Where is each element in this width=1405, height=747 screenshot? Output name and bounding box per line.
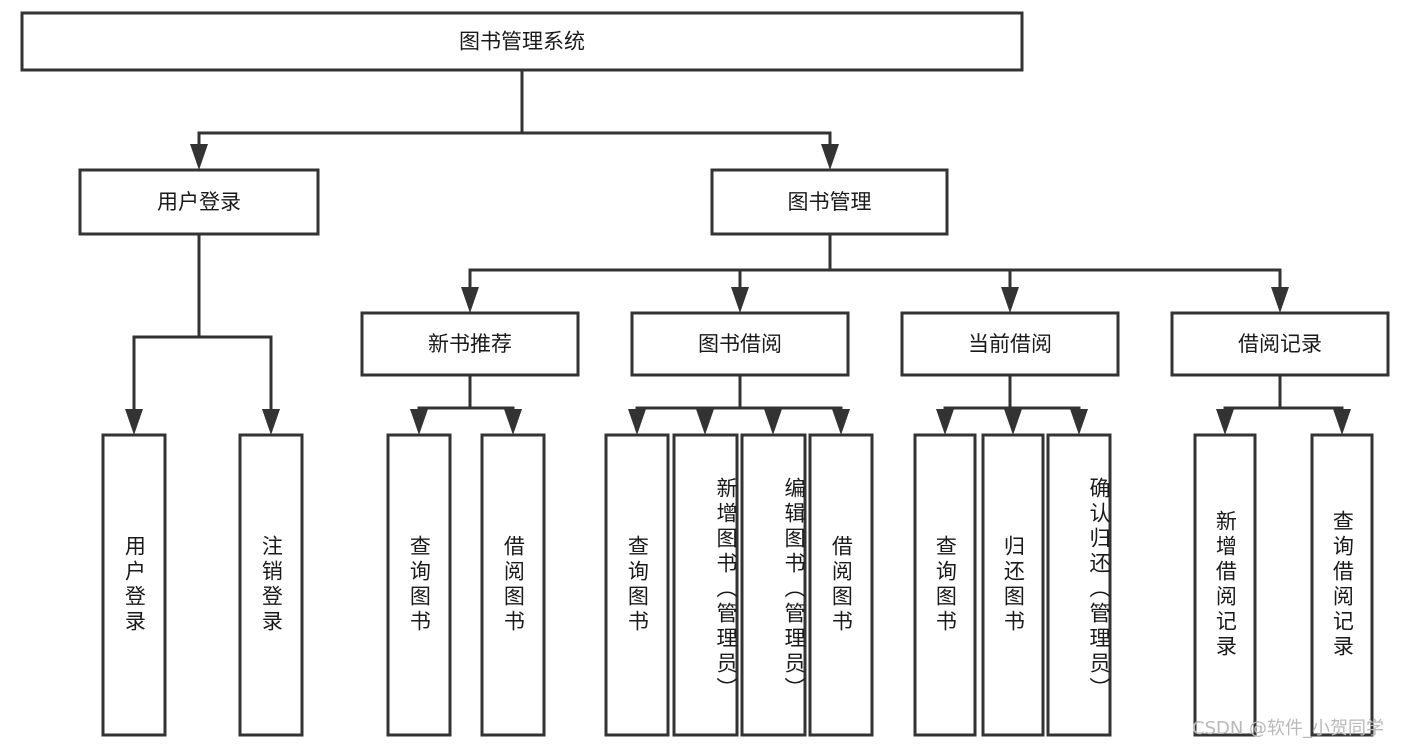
node-leaf-return-book-box[interactable]	[981, 433, 1045, 737]
node-book-management-label: 图书管理	[788, 190, 872, 214]
node-leaf-borrow-book-1-box[interactable]	[480, 433, 546, 737]
node-leaf-borrow-book-2-box[interactable]	[808, 433, 874, 737]
root-drop-0-arrow-icon	[190, 144, 208, 170]
node-user-login-label: 用户登录	[157, 190, 241, 214]
node-leaf-user-login-box[interactable]	[101, 433, 167, 737]
node-current-borrow-label: 当前借阅	[968, 332, 1052, 356]
node-leaf-query-book-3-box[interactable]	[913, 433, 977, 737]
group-2-leaf-drop-1-arrow-icon	[1004, 409, 1022, 435]
watermark-text: CSDN @软件_小贺同学	[1192, 718, 1385, 739]
node-book-borrow-label: 图书借阅	[698, 332, 782, 356]
node-current-borrow-box[interactable]	[900, 311, 1120, 377]
user-login-drop-1-arrow-icon	[262, 409, 280, 435]
group-3-leaf-drop-0-arrow-icon	[1216, 409, 1234, 435]
node-book-management-box[interactable]	[710, 168, 949, 236]
group-2-leaf-drop-0-arrow-icon	[936, 409, 954, 435]
group-0-leaf-drop-1-arrow-icon	[504, 409, 522, 435]
group-2-leaf-drop-2-arrow-icon	[1070, 409, 1088, 435]
group-1-leaf-drop-2-arrow-icon	[764, 409, 782, 435]
node-leaf-query-book-2-box[interactable]	[604, 433, 670, 737]
node-leaf-query-record-box[interactable]	[1310, 433, 1374, 737]
node-borrow-records-box[interactable]	[1170, 311, 1390, 377]
group-0-leaf-drop-0-arrow-icon	[410, 409, 428, 435]
node-leaf-add-book-box[interactable]	[672, 433, 739, 737]
group-1-leaf-drop-3-arrow-icon	[832, 409, 850, 435]
book-management-drop-1-arrow-icon	[731, 287, 749, 313]
book-management-drop-0-arrow-icon	[461, 287, 479, 313]
user-login-drop-0-arrow-icon	[125, 409, 143, 435]
node-leaf-query-book-1-box[interactable]	[386, 433, 452, 737]
node-root-label: 图书管理系统	[459, 30, 585, 54]
node-leaf-edit-book-box[interactable]	[740, 433, 807, 737]
root-drop-1-arrow-icon	[821, 144, 839, 170]
node-borrow-records-label: 借阅记录	[1238, 332, 1322, 356]
node-new-book-recommend-box[interactable]	[360, 311, 580, 377]
edges-layer	[125, 68, 1351, 435]
node-user-login-box[interactable]	[78, 168, 320, 236]
node-leaf-logout-box[interactable]	[238, 433, 304, 737]
book-management-drop-3-arrow-icon	[1271, 287, 1289, 313]
book-management-drop-2-arrow-icon	[1001, 287, 1019, 313]
node-new-book-recommend-label: 新书推荐	[428, 332, 512, 356]
node-book-borrow-box[interactable]	[630, 311, 850, 377]
node-leaf-add-record-box[interactable]	[1193, 433, 1257, 737]
group-3-leaf-drop-1-arrow-icon	[1333, 409, 1351, 435]
node-leaf-confirm-return-box[interactable]	[1046, 433, 1112, 737]
group-1-leaf-drop-1-arrow-icon	[696, 409, 714, 435]
node-root-box[interactable]	[20, 11, 1024, 72]
group-1-leaf-drop-0-arrow-icon	[628, 409, 646, 435]
